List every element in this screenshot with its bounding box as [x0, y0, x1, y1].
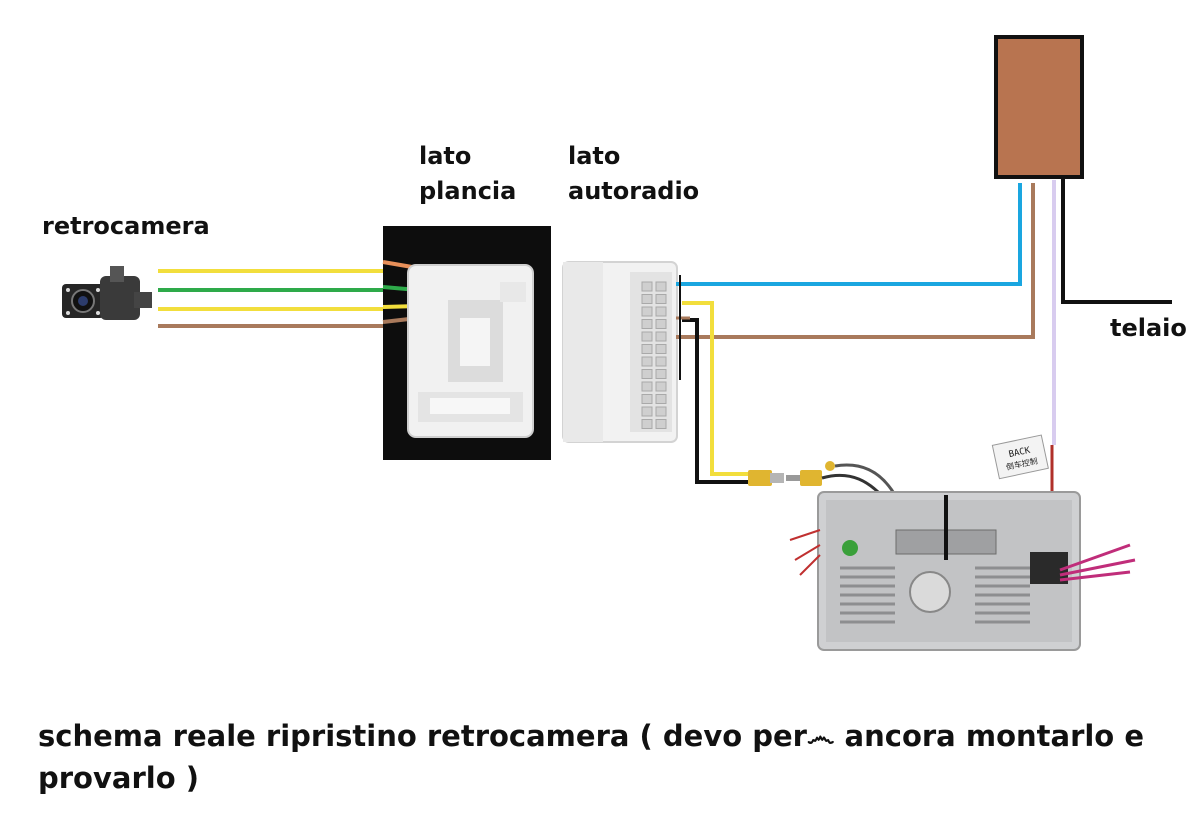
- radio-heatsink-vents: [840, 566, 1030, 624]
- connector-pin: [655, 306, 667, 317]
- rear-camera: [62, 266, 152, 320]
- connector-pin: [655, 331, 667, 342]
- dash-side-connector: [382, 226, 551, 460]
- connector-pin: [641, 281, 653, 292]
- connector-pin: [641, 419, 653, 429]
- label-telaio: telaio: [1110, 314, 1187, 342]
- connector-pin: [641, 344, 653, 354]
- label-dash-side-1: lato: [419, 142, 472, 170]
- label-radio-side-1: lato: [568, 142, 621, 170]
- connector-pin: [641, 406, 653, 417]
- wire-brown-2: [676, 183, 1035, 339]
- connector-pin: [641, 306, 653, 317]
- label-dash-side-2: plancia: [419, 177, 517, 205]
- connector-pin: [655, 419, 667, 429]
- connector-pin: [655, 294, 667, 304]
- connector-pin: [655, 344, 667, 354]
- radio-wires: [676, 178, 1172, 540]
- connector-pin: [655, 369, 667, 379]
- connector-pin: [655, 281, 667, 292]
- connector-pin: [641, 394, 653, 404]
- connector-pin: [655, 319, 667, 329]
- wire-black-chassis: [1061, 178, 1172, 304]
- connector-pin: [655, 381, 667, 392]
- reverse-tag: BACK 倒车控制: [991, 434, 1049, 480]
- connector-pin: [641, 356, 653, 367]
- connector-pin: [641, 381, 653, 392]
- reverse-tag-line1: BACK: [1008, 446, 1032, 460]
- camera-wires: [158, 269, 385, 328]
- wire-black-ground: [682, 318, 748, 484]
- connector-pin-grid: [641, 281, 667, 429]
- relay-box: [994, 35, 1084, 179]
- car-radio-unit: [789, 491, 1136, 651]
- label-retrocamera: retrocamera: [42, 212, 210, 240]
- wire-yellow-video: [682, 301, 748, 476]
- connector-pin: [641, 369, 653, 379]
- connector-pin: [655, 406, 667, 417]
- connector-pin: [641, 294, 653, 304]
- wire-blue: [676, 183, 1022, 286]
- label-radio-side-2: autoradio: [568, 177, 700, 205]
- caption: schema reale ripristino retrocamera ( de…: [38, 719, 1145, 795]
- connector-pin: [655, 356, 667, 367]
- connector-pin: [655, 394, 667, 404]
- connector-pin: [641, 331, 653, 342]
- connector-pin: [641, 319, 653, 329]
